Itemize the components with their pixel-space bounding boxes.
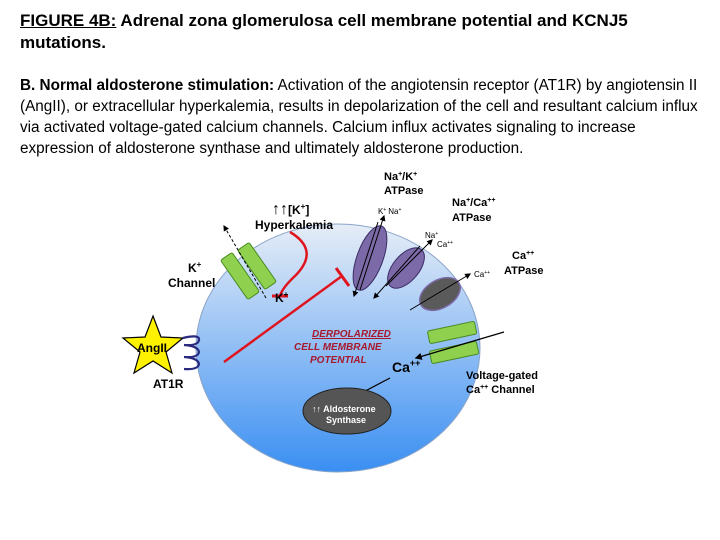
aldosterone-synthase-label: ↑↑ Aldosterone xyxy=(312,404,376,414)
hyperkalemia-concentration: ↑↑[K+] xyxy=(272,201,309,218)
na-k-atpase-label-line2: ATPase xyxy=(384,185,424,197)
at1r-label: AT1R xyxy=(153,377,184,391)
description-lead: B. Normal aldosterone stimulation: xyxy=(20,77,275,94)
ca-atpase-label-line2: ATPase xyxy=(504,265,544,277)
voltage-gated-label: Voltage-gated xyxy=(466,370,538,382)
aldosterone-synthase-label-line2: Synthase xyxy=(326,415,366,425)
pump2-na-label: Na+ xyxy=(425,231,438,240)
pump3-ion-label: Ca++ xyxy=(474,270,490,279)
pump2-ca-label: Ca++ xyxy=(437,240,453,249)
hyperkalemia-label: Hyperkalemia xyxy=(255,218,333,232)
voltage-gated-ca-channel xyxy=(427,321,480,364)
na-ca-atpase-body xyxy=(387,247,425,289)
depolarized-text-line2: CELL MEMBRANE xyxy=(294,342,382,353)
pump1-arrow-out xyxy=(359,214,386,291)
figure-description: B. Normal aldosterone stimulation: Activ… xyxy=(20,75,710,159)
voltage-gated-label-line2: Ca++ Channel xyxy=(466,384,535,396)
figure-title-text: Adrenal zona glomerulosa cell membrane p… xyxy=(20,11,628,52)
aldosterone-synthase xyxy=(302,387,392,435)
angii-label: AngII xyxy=(137,341,167,355)
ca-influx-label: Ca++ xyxy=(392,358,420,375)
at1r-receptor xyxy=(182,335,201,371)
ca-channel-subunit-top xyxy=(427,321,478,344)
angii-star xyxy=(121,314,185,375)
k-channel-subunit-right xyxy=(237,242,277,290)
pump1-arrow-in xyxy=(352,221,379,298)
na-ca-atpase-label: Na+/Ca++ xyxy=(452,197,495,209)
na-k-atpase-label: Na+/K+ xyxy=(384,171,417,183)
depolarization-inhibit-line xyxy=(223,274,343,364)
k-efflux-arrow xyxy=(223,224,267,299)
depolarized-text-line1: DERPOLARIZED xyxy=(312,329,391,340)
pump3-arrow-out xyxy=(409,273,472,311)
depolarization-inhibit-bar xyxy=(334,267,351,287)
ca-influx-arrow xyxy=(414,331,505,360)
na-ca-atpase-pump xyxy=(387,247,425,289)
hyperkalemia-inhibit-line xyxy=(278,230,308,297)
pump1-ions-label: K+Na+ xyxy=(378,207,402,216)
figure-title: FIGURE 4B: Adrenal zona glomerulosa cell… xyxy=(20,10,700,54)
k-channel xyxy=(220,242,277,300)
ca-channel-subunit-bottom xyxy=(429,341,480,364)
k-channel-subunit-left xyxy=(220,252,260,300)
k-channel-label: Channel xyxy=(168,276,215,290)
k-ion-label: K+ xyxy=(275,290,289,305)
depolarized-text-line3: POTENTIAL xyxy=(310,355,367,366)
pump2-arrow-out xyxy=(385,239,433,287)
figure-label: FIGURE 4B: xyxy=(20,11,117,30)
na-ca-atpase-label-line2: ATPase xyxy=(452,212,492,224)
ca-atpase-label: Ca++ xyxy=(512,250,534,262)
k-channel-ion-label: K+ xyxy=(188,260,202,275)
pump2-arrow-in xyxy=(373,245,421,299)
description-body: Activation of the angiotensin receptor (… xyxy=(20,77,698,157)
